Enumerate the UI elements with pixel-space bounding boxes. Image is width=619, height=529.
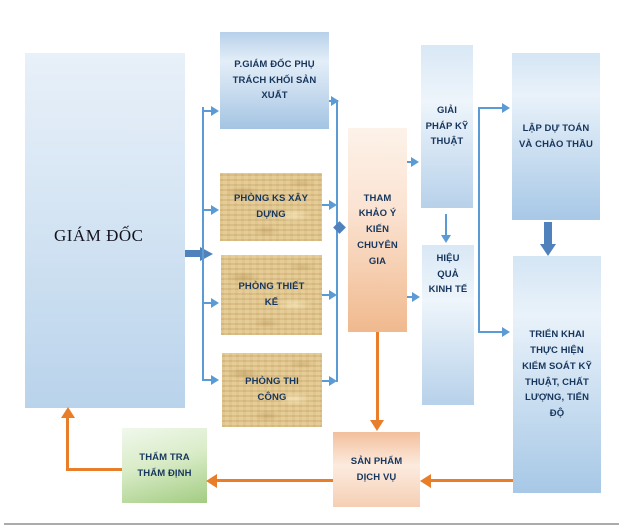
connector-thamkhao-to-hieuqua bbox=[407, 296, 413, 298]
connector-thamkhao-to-giaiphap bbox=[407, 161, 412, 163]
connector-spine-left-to-thicong bbox=[203, 379, 212, 381]
connector-thicong-to-spine bbox=[322, 380, 330, 382]
arrowhead-sanpham-thamtra-icon bbox=[206, 473, 217, 488]
arrowhead-to-pgiamdoc-icon bbox=[211, 106, 219, 116]
box-giam-doc-label: GIÁM ĐỐC bbox=[54, 226, 144, 246]
box-p-giam-doc-label: P.GIÁM ĐỐC PHỤ TRÁCH KHỐI SẢN XUẤT bbox=[232, 58, 317, 102]
connector-spine-middle bbox=[336, 100, 338, 382]
bottom-divider-line bbox=[4, 523, 619, 525]
box-phong-thi-cong-label: PHÒNG THI CÔNG bbox=[245, 376, 299, 403]
box-trien-khai-label: TRIỂN KHAI THỰC HIỆN KIỂM SOÁT KỸ THUẬT,… bbox=[522, 329, 592, 419]
arrowhead-to-hieuqua-icon bbox=[412, 292, 420, 302]
arrowhead-giaiphap-hieuqua-icon bbox=[441, 235, 451, 243]
arrowhead-phongks-spine-icon bbox=[329, 200, 337, 210]
box-phong-thi-cong: PHÒNG THI CÔNG bbox=[222, 353, 322, 427]
box-p-giam-doc: P.GIÁM ĐỐC PHỤ TRÁCH KHỐI SẢN XUẤT bbox=[220, 32, 329, 129]
arrowhead-to-giamdoc-icon bbox=[60, 407, 75, 418]
arrowhead-thamkhao-sanpham-icon bbox=[370, 420, 384, 431]
arrowhead-pgiamdoc-spine-icon bbox=[331, 96, 339, 106]
connector-thietke-to-spine bbox=[322, 294, 330, 296]
connector-spine-left-to-pgiamdoc bbox=[203, 110, 212, 112]
connector-elbow-to-trienkhai bbox=[478, 331, 503, 333]
box-tham-khao-y-kien: THAM KHẢO Ý KIẾN CHUYÊN GIA bbox=[348, 128, 407, 332]
arrowhead-to-thietke-icon bbox=[211, 298, 219, 308]
connector-elbow-vertical bbox=[478, 107, 480, 333]
box-tham-tra-tham-dinh: THẨM TRA THẨM ĐỊNH bbox=[122, 428, 207, 503]
connector-sanpham-to-thamtra bbox=[216, 479, 333, 482]
arrowhead-to-phongks-icon bbox=[211, 205, 219, 215]
arrowhead-to-trienkhai-icon bbox=[502, 327, 510, 337]
connector-elbow-to-lapdutoan bbox=[478, 107, 503, 109]
connector-spine-left bbox=[202, 107, 204, 381]
box-lap-du-toan-label: LẬP DỰ TOÁN VÀ CHÀO THẦU bbox=[518, 122, 594, 150]
box-trien-khai: TRIỂN KHAI THỰC HIỆN KIỂM SOÁT KỸ THUẬT,… bbox=[513, 256, 601, 493]
arrowhead-to-thicong-icon bbox=[211, 375, 219, 385]
arrowhead-thietke-spine-icon bbox=[329, 290, 337, 300]
box-phong-thiet-ke: PHÒNG THIẾT KẾ bbox=[221, 255, 322, 335]
connector-spine-left-to-thietke bbox=[203, 302, 212, 304]
box-phong-thiet-ke-label: PHÒNG THIẾT KẾ bbox=[238, 281, 305, 308]
box-phong-ks-xay-dung-label: PHÒNG KS XÂY DỰNG bbox=[233, 193, 309, 220]
box-giai-phap-ky-thuat: GIẢI PHÁP KỸ THUẬT bbox=[421, 45, 473, 208]
connector-thamtra-up bbox=[66, 417, 69, 471]
box-tham-khao-y-kien-label: THAM KHẢO Ý KIẾN CHUYÊN GIA bbox=[357, 192, 398, 267]
box-san-pham-dich-vu: SẢN PHẨM DỊCH VỤ bbox=[333, 432, 420, 507]
box-tham-tra-tham-dinh-label: THẨM TRA THẨM ĐỊNH bbox=[137, 451, 192, 479]
arrowhead-thicong-spine-icon bbox=[329, 376, 337, 386]
connector-thamtra-left bbox=[66, 468, 122, 471]
arrowhead-to-lapdutoan-icon bbox=[502, 103, 510, 113]
box-lap-du-toan: LẬP DỰ TOÁN VÀ CHÀO THẦU bbox=[512, 53, 600, 220]
connector-trienkhai-to-sanpham bbox=[430, 479, 513, 482]
connector-giamdoc-to-spine-shaft bbox=[185, 250, 201, 257]
connector-lapdutoan-to-trienkhai-arrowhead-icon bbox=[540, 244, 556, 256]
connector-spine-left-to-phongks bbox=[203, 209, 212, 211]
connector-thamkhao-to-sanpham bbox=[376, 332, 379, 421]
box-giam-doc: GIÁM ĐỐC bbox=[25, 53, 185, 408]
arrowhead-trienkhai-sanpham-icon bbox=[420, 473, 431, 488]
box-phong-ks-xay-dung: PHÒNG KS XÂY DỰNG bbox=[220, 173, 322, 241]
box-giai-phap-ky-thuat-label: GIẢI PHÁP KỸ THUẬT bbox=[425, 104, 469, 148]
connector-phongks-to-spine bbox=[322, 204, 330, 206]
box-san-pham-dich-vu-label: SẢN PHẨM DỊCH VỤ bbox=[350, 455, 403, 483]
box-hieu-qua-kinh-te-label: HIỆU QUẢ KINH TẾ bbox=[428, 253, 468, 296]
arrowhead-to-giaiphap-icon bbox=[411, 157, 419, 167]
connector-giaiphap-to-hieuqua bbox=[445, 214, 447, 236]
box-hieu-qua-kinh-te: HIỆU QUẢ KINH TẾ bbox=[422, 245, 474, 405]
connector-lapdutoan-to-trienkhai-shaft bbox=[544, 222, 552, 245]
